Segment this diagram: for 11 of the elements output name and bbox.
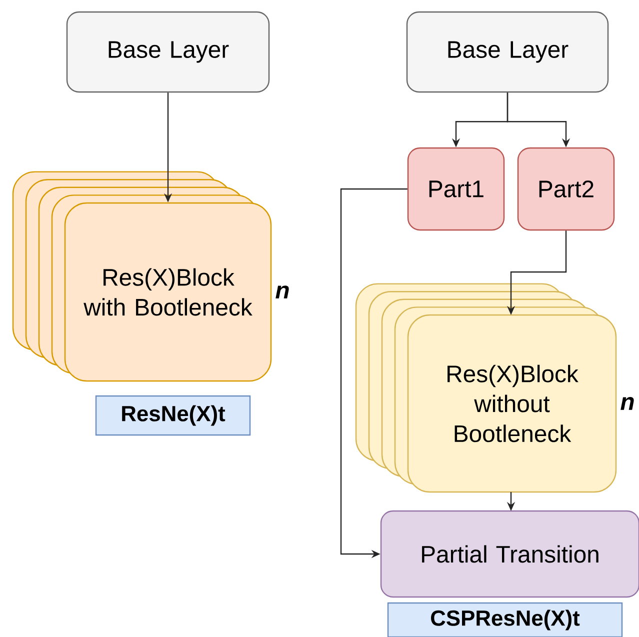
process-box: Base Layer	[406, 11, 609, 93]
process-box: Base Layer	[66, 11, 270, 93]
process-box: Part1	[407, 147, 505, 231]
process-box: Partial Transition	[380, 510, 639, 598]
title-box: CSPResNe(X)t	[387, 602, 623, 637]
block-box: Res(X)Block with Bootleneck	[64, 202, 272, 382]
repeat-label: n	[276, 286, 289, 298]
process-box: Part2	[517, 147, 615, 231]
block-box: Res(X)Block without Bootleneck	[407, 314, 617, 493]
repeat-label: n	[620, 397, 634, 410]
title-box: ResNe(X)t	[95, 395, 251, 436]
